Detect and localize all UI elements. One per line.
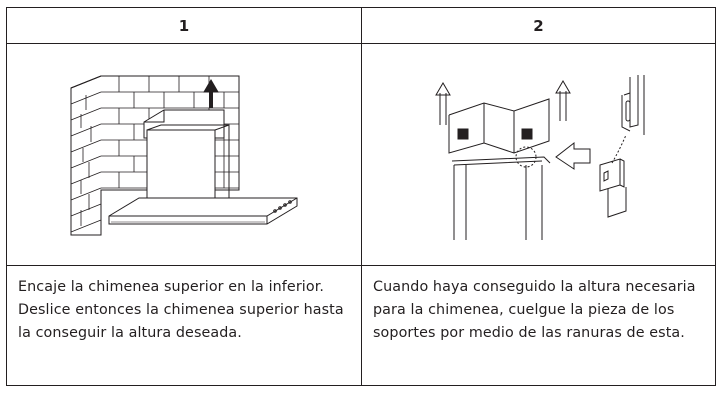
step-text-1: Encaje la chimenea superior en la inferi…: [6, 265, 362, 386]
step-number-1: 1: [6, 7, 362, 44]
step-number-2: 2: [361, 7, 716, 44]
filter-square-right: [521, 128, 532, 139]
chimney-frame: [448, 97, 550, 240]
illustration-cell-1: [6, 43, 362, 266]
filter-square-left: [457, 128, 468, 139]
hood-chimney-illustration: [70, 75, 298, 235]
text-row: Encaje la chimenea superior en la inferi…: [6, 265, 716, 386]
hood-canopy: [108, 197, 298, 224]
illustration-row: [6, 43, 716, 266]
up-arrow-left-icon: [434, 81, 451, 125]
header-row: 1 2: [6, 7, 716, 44]
detail-marker: [515, 146, 536, 167]
left-arrow-icon: [554, 141, 590, 170]
up-arrow-icon: [203, 78, 219, 108]
step-text-2: Cuando haya conseguido la altura necesar…: [361, 265, 716, 386]
illustration-cell-2: [361, 43, 716, 266]
bracket-detail: [599, 74, 644, 218]
instruction-table: 1 2: [6, 7, 716, 386]
chimney-bracket-illustration: [434, 74, 644, 240]
up-arrow-right-icon: [554, 79, 571, 121]
